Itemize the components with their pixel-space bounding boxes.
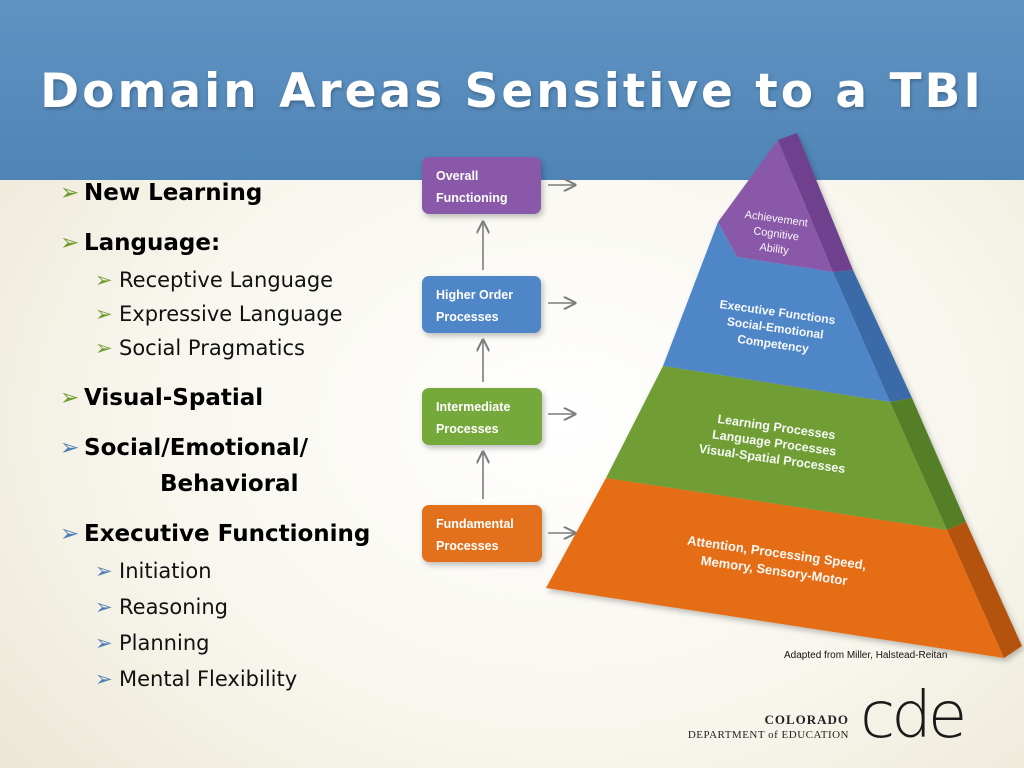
arrow-bullet-icon: ➢ bbox=[60, 521, 80, 547]
tier-label: Executive Functions bbox=[719, 297, 837, 327]
bullet-continuation: Behavioral bbox=[160, 471, 299, 497]
process-box-line1: Higher Order bbox=[436, 288, 513, 302]
sub-bullet: ➢Expressive Language bbox=[95, 299, 420, 329]
tier-label: Cognitive bbox=[753, 225, 800, 243]
bullet-label: Visual-Spatial bbox=[84, 385, 264, 411]
logo-line2: DEPARTMENT of EDUCATION bbox=[687, 729, 849, 741]
cde-logo: cde bbox=[860, 679, 967, 753]
bullet-label: Language: bbox=[84, 230, 221, 256]
sub-bullet-label: Planning bbox=[119, 631, 210, 655]
tier-label: Visual-Spatial Processes bbox=[698, 442, 846, 476]
tier-label: Achievement bbox=[744, 209, 809, 230]
tier-label: Learning Processes bbox=[717, 412, 837, 442]
process-box-line1: Fundamental bbox=[436, 517, 514, 531]
logo-line1: COLORADO bbox=[764, 712, 849, 727]
tier-label: Language Processes bbox=[711, 427, 837, 458]
sub-bullet-label: Social Pragmatics bbox=[119, 336, 305, 360]
pyramid-tier-executive bbox=[663, 222, 890, 402]
pyramid-tier-side-green bbox=[890, 398, 966, 530]
tier-label: Social-Emotional bbox=[726, 314, 824, 341]
tier-label: Attention, Processing Speed, bbox=[686, 533, 867, 573]
pyramid-tier-attention bbox=[546, 478, 1004, 658]
sub-bullet-label: Receptive Language bbox=[119, 268, 334, 292]
arrow-bullet-icon: ➢ bbox=[60, 435, 80, 461]
bullet-label: Social/Emotional/ bbox=[84, 435, 309, 461]
tier-label: Competency bbox=[736, 332, 810, 356]
process-box-higher-order: Higher Order Processes bbox=[422, 276, 541, 333]
bullet-visual-spatial: ➢Visual-Spatial bbox=[60, 383, 420, 413]
sub-bullet-label: Reasoning bbox=[119, 595, 229, 619]
bullet-list: ➢New Learning ➢Language: ➢Receptive Lang… bbox=[60, 178, 420, 694]
arrow-bullet-icon: ➢ bbox=[95, 302, 113, 326]
process-box-line2: Processes bbox=[436, 422, 499, 436]
bullet-social-emotional: ➢Social/Emotional/ bbox=[60, 433, 420, 463]
sub-bullet: ➢Mental Flexibility bbox=[95, 664, 420, 694]
arrow-bullet-icon: ➢ bbox=[95, 268, 113, 292]
sub-bullet: ➢Social Pragmatics bbox=[95, 333, 420, 363]
sub-bullet: ➢Receptive Language bbox=[95, 265, 420, 295]
sub-bullet-label: Initiation bbox=[119, 559, 212, 583]
sub-bullet-label: Expressive Language bbox=[119, 302, 343, 326]
bullet-label: Executive Functioning bbox=[84, 521, 371, 547]
bullet-new-learning: ➢New Learning bbox=[60, 178, 420, 208]
sub-bullet: ➢Planning bbox=[95, 628, 420, 658]
pyramid-tier-side-blue bbox=[833, 270, 912, 402]
tier-label: Ability bbox=[759, 241, 790, 257]
arrow-bullet-icon: ➢ bbox=[95, 559, 113, 583]
pyramid-tier-learning bbox=[606, 366, 947, 530]
process-box-line2: Processes bbox=[436, 310, 499, 324]
bullet-executive-functioning: ➢Executive Functioning bbox=[60, 519, 420, 549]
arrow-bullet-icon: ➢ bbox=[60, 180, 80, 206]
pyramid-tier-side-orange bbox=[947, 522, 1022, 658]
pyramid bbox=[546, 133, 1022, 658]
slide-title: Domain Areas Sensitive to a TBI bbox=[40, 64, 984, 119]
bullet-label: New Learning bbox=[84, 180, 263, 206]
arrow-bullet-icon: ➢ bbox=[95, 631, 113, 655]
sub-bullet: ➢Initiation bbox=[95, 556, 420, 586]
process-box-intermediate: Intermediate Processes bbox=[422, 388, 542, 445]
arrow-bullet-icon: ➢ bbox=[95, 336, 113, 360]
arrow-bullet-icon: ➢ bbox=[60, 230, 80, 256]
arrow-bullet-icon: ➢ bbox=[95, 667, 113, 691]
bullet-language: ➢Language: bbox=[60, 228, 420, 258]
arrow-bullet-icon: ➢ bbox=[95, 595, 113, 619]
process-box-line2: Processes bbox=[436, 539, 499, 553]
sub-bullet: ➢Reasoning bbox=[95, 592, 420, 622]
sub-bullet-label: Mental Flexibility bbox=[119, 667, 298, 691]
tier-label: Memory, Sensory-Motor bbox=[700, 553, 848, 588]
citation: Adapted from Miller, Halstead-Reitan bbox=[784, 650, 948, 661]
arrow-bullet-icon: ➢ bbox=[60, 385, 80, 411]
process-box-fundamental: Fundamental Processes bbox=[422, 505, 542, 562]
process-box-line2: Functioning bbox=[436, 191, 508, 205]
title-banner bbox=[0, 0, 1024, 180]
process-box-line1: Intermediate bbox=[436, 400, 510, 414]
